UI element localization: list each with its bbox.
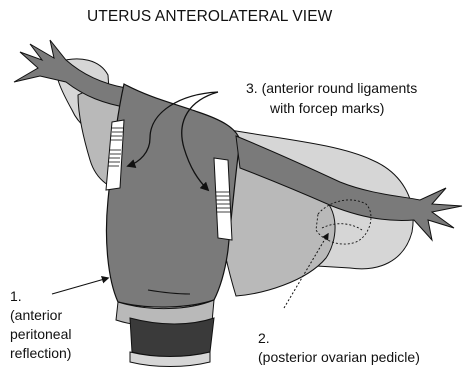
arrow-peritoneal-reflection	[52, 278, 108, 294]
diagram-title: UTERUS ANTEROLATERAL VIEW	[87, 8, 332, 25]
label-ovarian-pedicle-line2: (posterior ovarian pedicle)	[258, 349, 420, 366]
label-peritoneal-line3: peritoneal	[10, 326, 72, 343]
cervix	[130, 318, 214, 357]
label-round-ligaments-line2: with forcep marks)	[270, 100, 384, 117]
label-peritoneal-line1: 1.	[10, 288, 22, 305]
label-round-ligaments-line1: 3. (anterior round ligaments	[246, 80, 417, 97]
label-peritoneal-line2: (anterior	[10, 307, 62, 324]
label-ovarian-pedicle-line1: 2.	[258, 330, 270, 347]
label-peritoneal-line4: reflection)	[10, 345, 71, 362]
